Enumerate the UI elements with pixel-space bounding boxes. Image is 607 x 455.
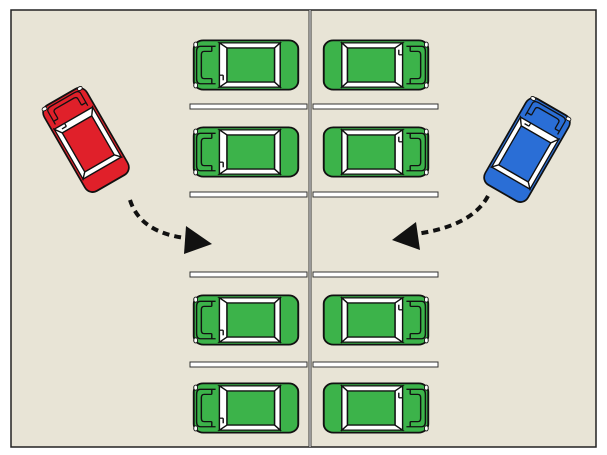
parked-car bbox=[322, 294, 430, 346]
stall-line bbox=[312, 191, 439, 198]
stall-line bbox=[189, 271, 308, 278]
stall-line bbox=[189, 191, 308, 198]
red-arrowhead-icon bbox=[184, 226, 212, 254]
parked-car bbox=[192, 294, 300, 346]
stall-line bbox=[312, 103, 439, 110]
stall-line bbox=[189, 361, 308, 368]
stall-line bbox=[312, 271, 439, 278]
red-car-path-arrow bbox=[128, 199, 186, 240]
parked-car bbox=[322, 382, 430, 434]
blue-car-path-arrow bbox=[415, 195, 490, 236]
lot-background bbox=[10, 9, 597, 448]
parked-car bbox=[322, 39, 430, 91]
parked-car bbox=[192, 39, 300, 91]
stall-line bbox=[312, 361, 439, 368]
parked-car bbox=[192, 382, 300, 434]
parked-car bbox=[192, 126, 300, 178]
parked-car bbox=[322, 126, 430, 178]
stall-line bbox=[189, 103, 308, 110]
stall-lines bbox=[189, 103, 439, 368]
blue-arrowhead-icon bbox=[392, 222, 420, 250]
